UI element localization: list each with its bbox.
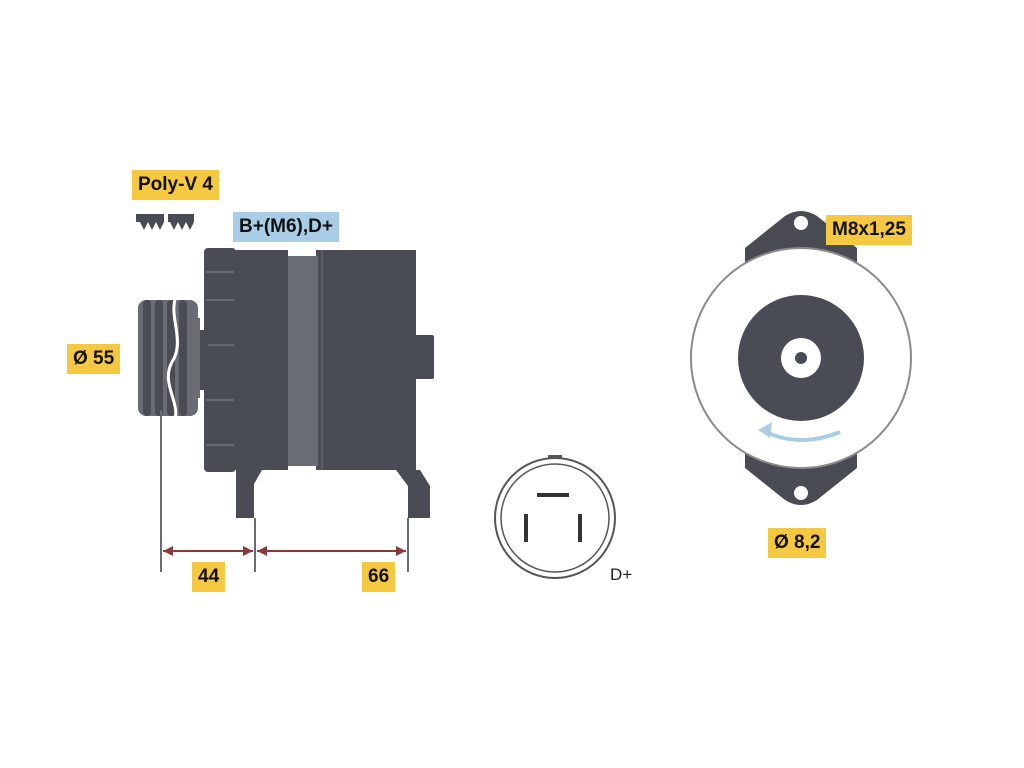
pulley bbox=[138, 295, 200, 423]
connector-pin-left bbox=[524, 514, 528, 542]
front-mount-foot bbox=[236, 470, 262, 518]
rear-housing bbox=[316, 250, 416, 470]
connector-pin-top bbox=[537, 493, 569, 497]
rotation-arrow-icon bbox=[758, 422, 841, 442]
mount-thread-label: M8x1,25 bbox=[826, 215, 912, 245]
dimension-left-label: 44 bbox=[192, 562, 226, 592]
belt-type-label: Poly-V 4 bbox=[132, 170, 219, 200]
mount-hole-top bbox=[794, 216, 808, 230]
poly-v-belt-profile-icon bbox=[136, 214, 194, 230]
connector-plug bbox=[494, 455, 616, 579]
connector-terminal-label: D+ bbox=[610, 565, 633, 584]
connector-pin-right bbox=[578, 514, 582, 542]
alternator-front-view bbox=[690, 211, 912, 505]
mount-hole-label: Ø 8,2 bbox=[768, 528, 827, 558]
mount-hole-bottom bbox=[794, 486, 808, 500]
dimension-lines bbox=[160, 410, 409, 572]
rear-mount-foot bbox=[396, 470, 430, 518]
pulley-diameter-label: Ø 55 bbox=[67, 344, 121, 374]
alternator-side-view bbox=[138, 248, 434, 518]
front-housing bbox=[234, 250, 288, 470]
front-flange bbox=[204, 248, 236, 472]
dimension-right-label: 66 bbox=[362, 562, 396, 592]
stator-band bbox=[286, 256, 318, 466]
terminals-label: B+(M6),D+ bbox=[233, 212, 339, 242]
rear-cap bbox=[412, 335, 434, 379]
